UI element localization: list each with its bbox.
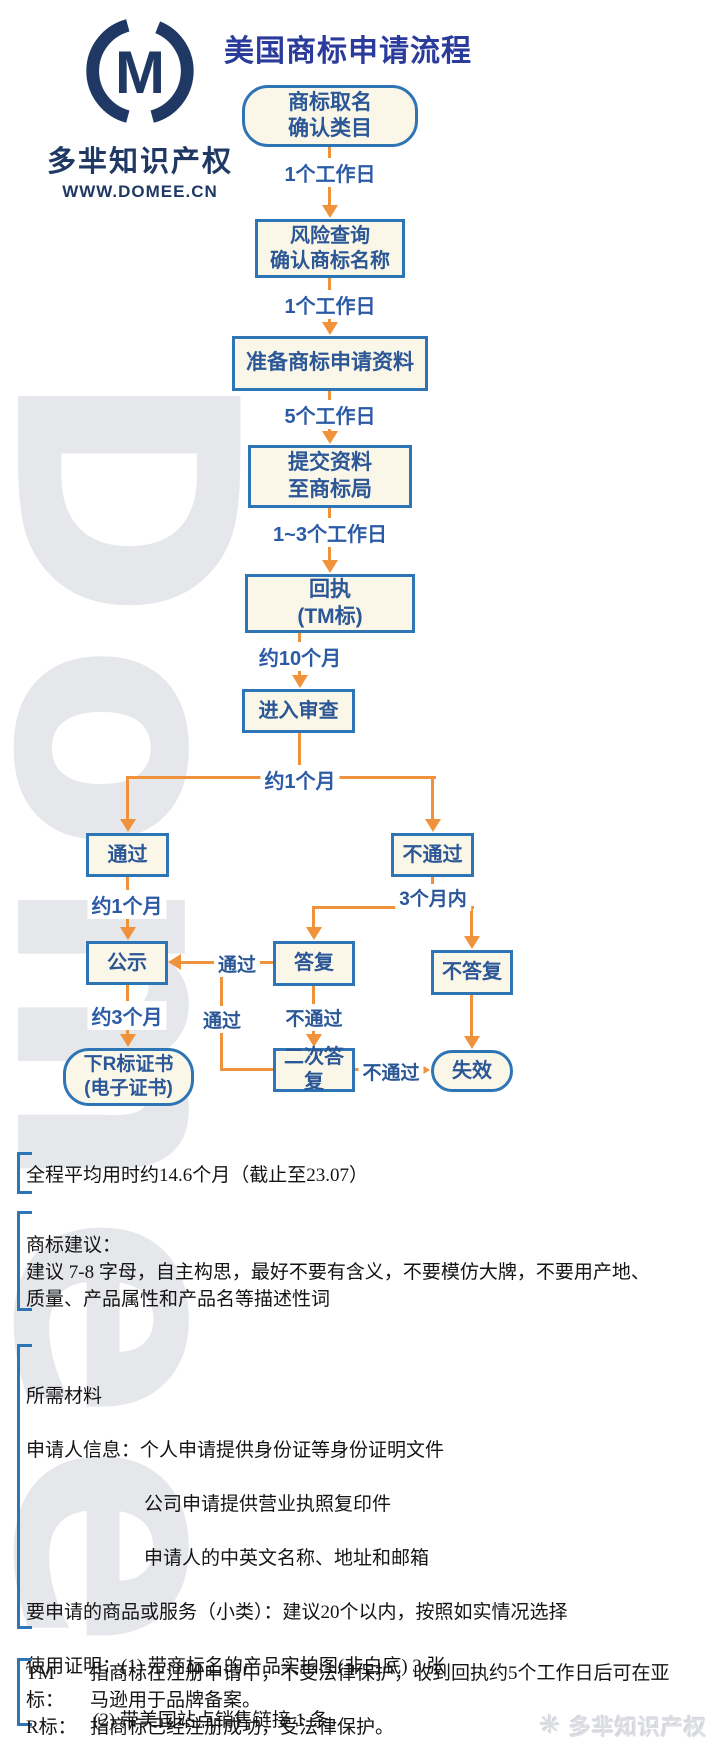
arrow-left-icon (168, 954, 181, 970)
materials-line: 使用证明：(1) 带商标名的产品实拍图(非白底) 3 张 (26, 1656, 446, 1677)
connector-line (298, 733, 301, 779)
footer-brand-name: 多芈知识产权 (569, 1715, 708, 1740)
logo-arcs-icon (86, 19, 194, 123)
page-title: 美国商标申请流程 (224, 35, 472, 68)
flow-node-receipt-tm: 回执 (TM标) (245, 574, 415, 633)
r-mark-definition: R标： 指商标已经注册成功，受法律保护。 (26, 1714, 711, 1741)
materials-line: 要申请的商品或服务（小类）：建议20个以内，按照如实情况选择 (26, 1602, 568, 1623)
note-bracket (17, 1344, 32, 1629)
note-bracket (17, 1211, 32, 1311)
edge-label-duration: 约10个月 (254, 642, 346, 671)
note-mark-definitions: TM标： 指商标在注册申请中，不受法律保护，收到回执约5个工作日后可在亚马逊用于… (26, 1660, 711, 1741)
edge-label-duration: 约1个月 (87, 890, 167, 919)
arrow-down-icon (292, 675, 308, 688)
flow-node-review: 进入审查 (242, 689, 355, 733)
materials-line: 申请人的中英文名称、地址和邮箱 (144, 1548, 430, 1569)
edge-label-pass: 通过 (213, 950, 261, 977)
connector-line (431, 776, 434, 819)
edge-label-fail: 不通过 (281, 1004, 347, 1031)
note-required-materials: 所需材料 申请人信息：个人申请提供身份证等身份证明文件 公司申请提供营业执照复印… (26, 1356, 711, 1758)
flow-node-naming: 商标取名 确认类目 (242, 85, 418, 147)
edge-label-duration: 1个工作日 (280, 290, 380, 319)
arrow-down-icon (322, 205, 338, 218)
footer-brand-watermark: ✳ 多芈知识产权 (540, 1710, 707, 1742)
flow-node-invalid: 失效 (431, 1050, 513, 1092)
materials-line: 公司申请提供营业执照复印件 (144, 1494, 392, 1515)
connector-line (312, 906, 315, 927)
edge-label-window: 3个月内 (395, 884, 471, 911)
edge-label-duration: 1个工作日 (280, 158, 380, 187)
materials-line: (2) 带美国站点销售链接 1 条 (93, 1710, 329, 1731)
flow-node-prepare-materials: 准备商标申请资料 (232, 336, 428, 391)
company-logo-block: M 多芈知识产权 WWW.DOMEE.CN (38, 8, 242, 202)
logo-website: WWW.DOMEE.CN (62, 182, 218, 201)
logo-monogram: M (115, 38, 165, 106)
flow-node-r-certificate: 下R标证书 (电子证书) (63, 1048, 194, 1106)
materials-title: 所需材料 (26, 1386, 103, 1407)
r-mark-label: R标： (26, 1717, 77, 1738)
connector-line (470, 995, 473, 1036)
edge-label-duration: 约1个月 (260, 765, 340, 794)
connector-line (470, 906, 473, 936)
arrow-down-icon (306, 927, 322, 940)
edge-label-duration: 5个工作日 (280, 400, 380, 429)
arrow-down-icon (322, 322, 338, 335)
footer-brand-icon: ✳ (540, 1712, 562, 1739)
arrow-down-icon (464, 1036, 480, 1049)
tm-mark-label: TM标： (26, 1663, 65, 1711)
arrow-down-icon (306, 1034, 322, 1047)
connector-line (312, 906, 474, 909)
note-bracket (17, 1152, 32, 1194)
tm-mark-text: 指商标在注册申请中，不受法律保护，收到回执约5个工作日后可在亚马逊用于品牌备案。 (90, 1663, 670, 1711)
company-logo-icon: M (81, 12, 199, 130)
r-mark-text: 指商标已经注册成功，受法律保护。 (90, 1717, 395, 1738)
note-bracket (17, 1658, 32, 1726)
arrow-down-icon (464, 936, 480, 949)
flow-node-reply: 答复 (273, 941, 355, 986)
arrow-down-icon (322, 560, 338, 573)
materials-line: 申请人信息：个人申请提供身份证等身份证明文件 (26, 1440, 445, 1461)
edge-label-duration: 1~3个工作日 (269, 518, 391, 547)
flow-node-risk-check: 风险查询 确认商标名称 (255, 219, 405, 278)
connector-line (126, 776, 129, 819)
flow-node-no-reply: 不答复 (431, 950, 513, 995)
flow-node-pass: 通过 (86, 833, 169, 877)
arrow-down-icon (120, 1034, 136, 1047)
edge-label-duration: 约3个月 (87, 1001, 167, 1030)
flow-node-second-reply: 二次答复 (273, 1046, 355, 1093)
arrow-down-icon (425, 819, 441, 832)
arrow-down-icon (322, 431, 338, 444)
note-trademark-suggestion: 商标建议： 建议 7-8 字母，自主构思，最好不要有含义，不要模仿大牌，不要用产… (26, 1235, 650, 1310)
arrow-down-icon (120, 927, 136, 940)
arrow-down-icon (120, 819, 136, 832)
flow-node-publication: 公示 (86, 941, 168, 985)
flow-node-fail: 不通过 (391, 833, 474, 877)
connector-line (220, 1068, 273, 1071)
flow-node-submit: 提交资料 至商标局 (248, 445, 412, 508)
edge-label-fail: 不通过 (358, 1058, 424, 1085)
note-total-duration: 全程平均用时约14.6个月（截止至23.07） (26, 1165, 369, 1186)
logo-company-name: 多芈知识产权 (46, 146, 233, 178)
tm-mark-definition: TM标： 指商标在注册申请中，不受法律保护，收到回执约5个工作日后可在亚马逊用于… (26, 1660, 711, 1714)
edge-label-pass: 通过 (198, 1006, 246, 1033)
